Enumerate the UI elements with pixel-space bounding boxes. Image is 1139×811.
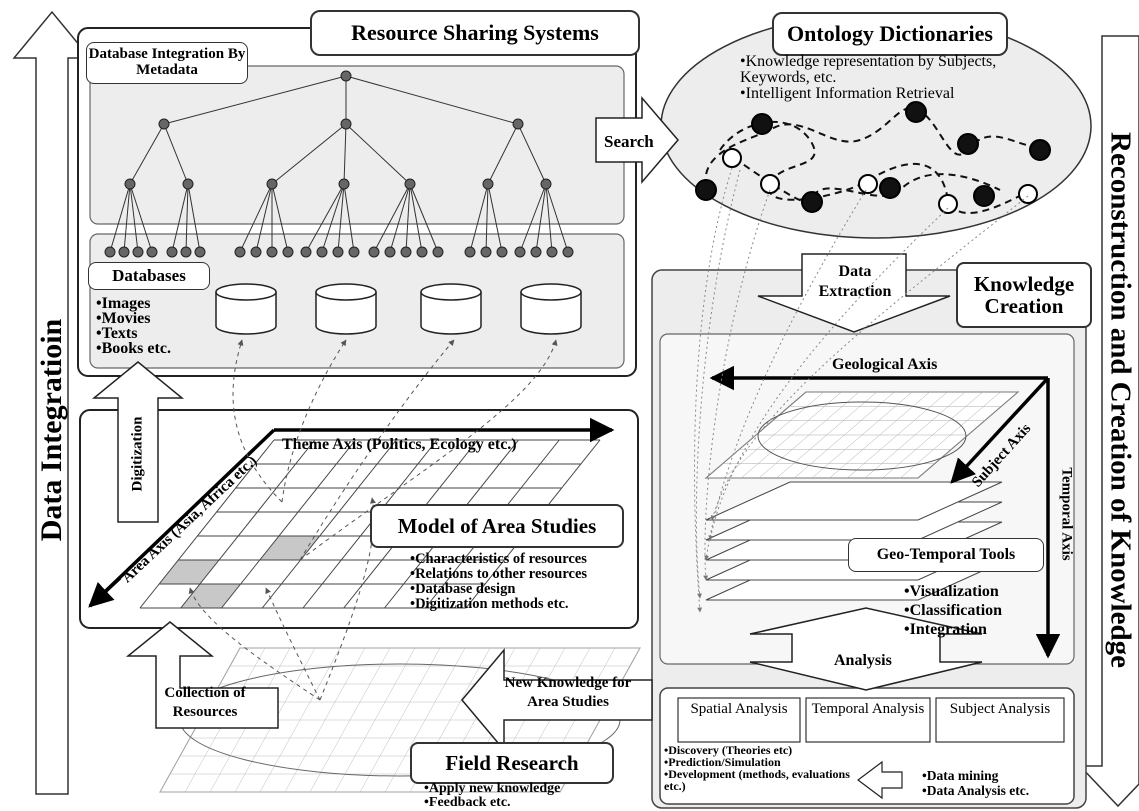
- databases-item: Books etc.: [96, 341, 171, 357]
- analysis-bullet: Prediction/Simulation: [664, 756, 854, 768]
- dotted-links: [694, 167, 1029, 613]
- databases-item: Texts: [96, 326, 171, 342]
- ontology-bullets: Knowledge representation by Subjects, Ke…: [740, 54, 1020, 102]
- subject-analysis-label: Subject Analysis: [949, 701, 1051, 717]
- field-research-title: Field Research: [410, 742, 614, 784]
- analysis-bullet: Data mining: [922, 768, 1029, 783]
- geo-tools-bullet: Integration: [904, 620, 1002, 639]
- theme-axis-label: Theme Axis (Politics, Ecology etc.): [282, 436, 517, 453]
- analysis-boxes: [677, 697, 1065, 743]
- digitization-label: Digitization: [129, 416, 146, 492]
- analysis-bullet: Development (methods, evaluations etc.): [664, 768, 854, 792]
- model-bullet: Relations to other resources: [410, 567, 587, 582]
- database-cylinders: [215, 283, 582, 335]
- theme-axis-line: [88, 428, 276, 608]
- field-bullet: Feedback etc.: [424, 796, 560, 810]
- analysis-bullet: Data Analysis etc.: [922, 783, 1029, 798]
- geo-tools-title: Geo-Temporal Tools: [848, 538, 1044, 572]
- digitization-arrow: [91, 361, 185, 523]
- field-bullet: Apply new knowledge: [424, 782, 560, 796]
- geological-axis-label: Geological Axis: [832, 356, 938, 373]
- analysis-left-bullets: Discovery (Theories etc) Prediction/Simu…: [664, 744, 854, 792]
- analysis-label: Analysis: [834, 652, 892, 669]
- resource-sharing-title: Resource Sharing Systems: [310, 10, 640, 56]
- subject-axis-line: [950, 376, 1050, 484]
- spatial-analysis-label: Spatial Analysis: [690, 701, 788, 717]
- data-integration-label: Data Integratioin: [35, 318, 68, 542]
- knowledge-creation-title: Knowledge Creation: [956, 262, 1092, 328]
- ontology-title: Ontology Dictionaries: [772, 12, 1008, 56]
- search-arrow: [595, 95, 679, 185]
- temporal-analysis-label: Temporal Analysis: [811, 701, 925, 717]
- data-extraction-arrow: [757, 253, 951, 333]
- analysis-bullet: Discovery (Theories etc): [664, 744, 854, 756]
- knowledge-axis-label: Reconstruction and Creation of Knowledge: [1104, 132, 1137, 668]
- knowledge-arrow: [1078, 35, 1139, 808]
- discovery-arrow: [857, 760, 903, 800]
- ontology-network: [695, 101, 1051, 214]
- new-knowledge-label: New Knowledge for Area Studies: [504, 675, 632, 710]
- top-map-globe: [757, 401, 967, 471]
- geo-tools-bullet: Classification: [904, 601, 1002, 620]
- databases-list: Images Movies Texts Books etc.: [96, 296, 171, 357]
- search-label: Search: [604, 132, 654, 151]
- ontology-bullet: Knowledge representation by Subjects, Ke…: [740, 54, 1020, 86]
- model-title: Model of Area Studies: [370, 504, 624, 548]
- data-integration-arrow: [12, 10, 92, 795]
- collection-label: Collection of Resources: [164, 685, 246, 720]
- geo-tools-bullet: Visualization: [904, 582, 1002, 601]
- databases-item: Images: [96, 296, 171, 312]
- model-bullet: Database design: [410, 582, 587, 597]
- temporal-axis-label: Temporal Axis: [1058, 467, 1075, 561]
- field-research-bullets: Apply new knowledge Feedback etc.: [424, 782, 560, 810]
- new-knowledge-arrow: [461, 647, 653, 753]
- area-axis-arrowhead: [88, 576, 122, 608]
- metadata-tree: [104, 70, 574, 258]
- model-bullets: Characteristics of resources Relations t…: [410, 552, 587, 612]
- model-bullet: Digitization methods etc.: [410, 597, 587, 612]
- data-extraction-label: Data Extraction: [818, 263, 892, 300]
- model-bullet: Characteristics of resources: [410, 552, 587, 567]
- geo-tools-bullets: Visualization Classification Integration: [904, 582, 1002, 639]
- collection-arrow: [125, 621, 279, 729]
- databases-item: Movies: [96, 311, 171, 327]
- ontology-bullet: Intelligent Information Retrieval: [740, 86, 1020, 102]
- analysis-right-bullets: Data mining Data Analysis etc.: [922, 768, 1029, 798]
- db-integration-title: Database Integration By Metadata: [86, 42, 248, 84]
- databases-title: Databases: [88, 262, 210, 290]
